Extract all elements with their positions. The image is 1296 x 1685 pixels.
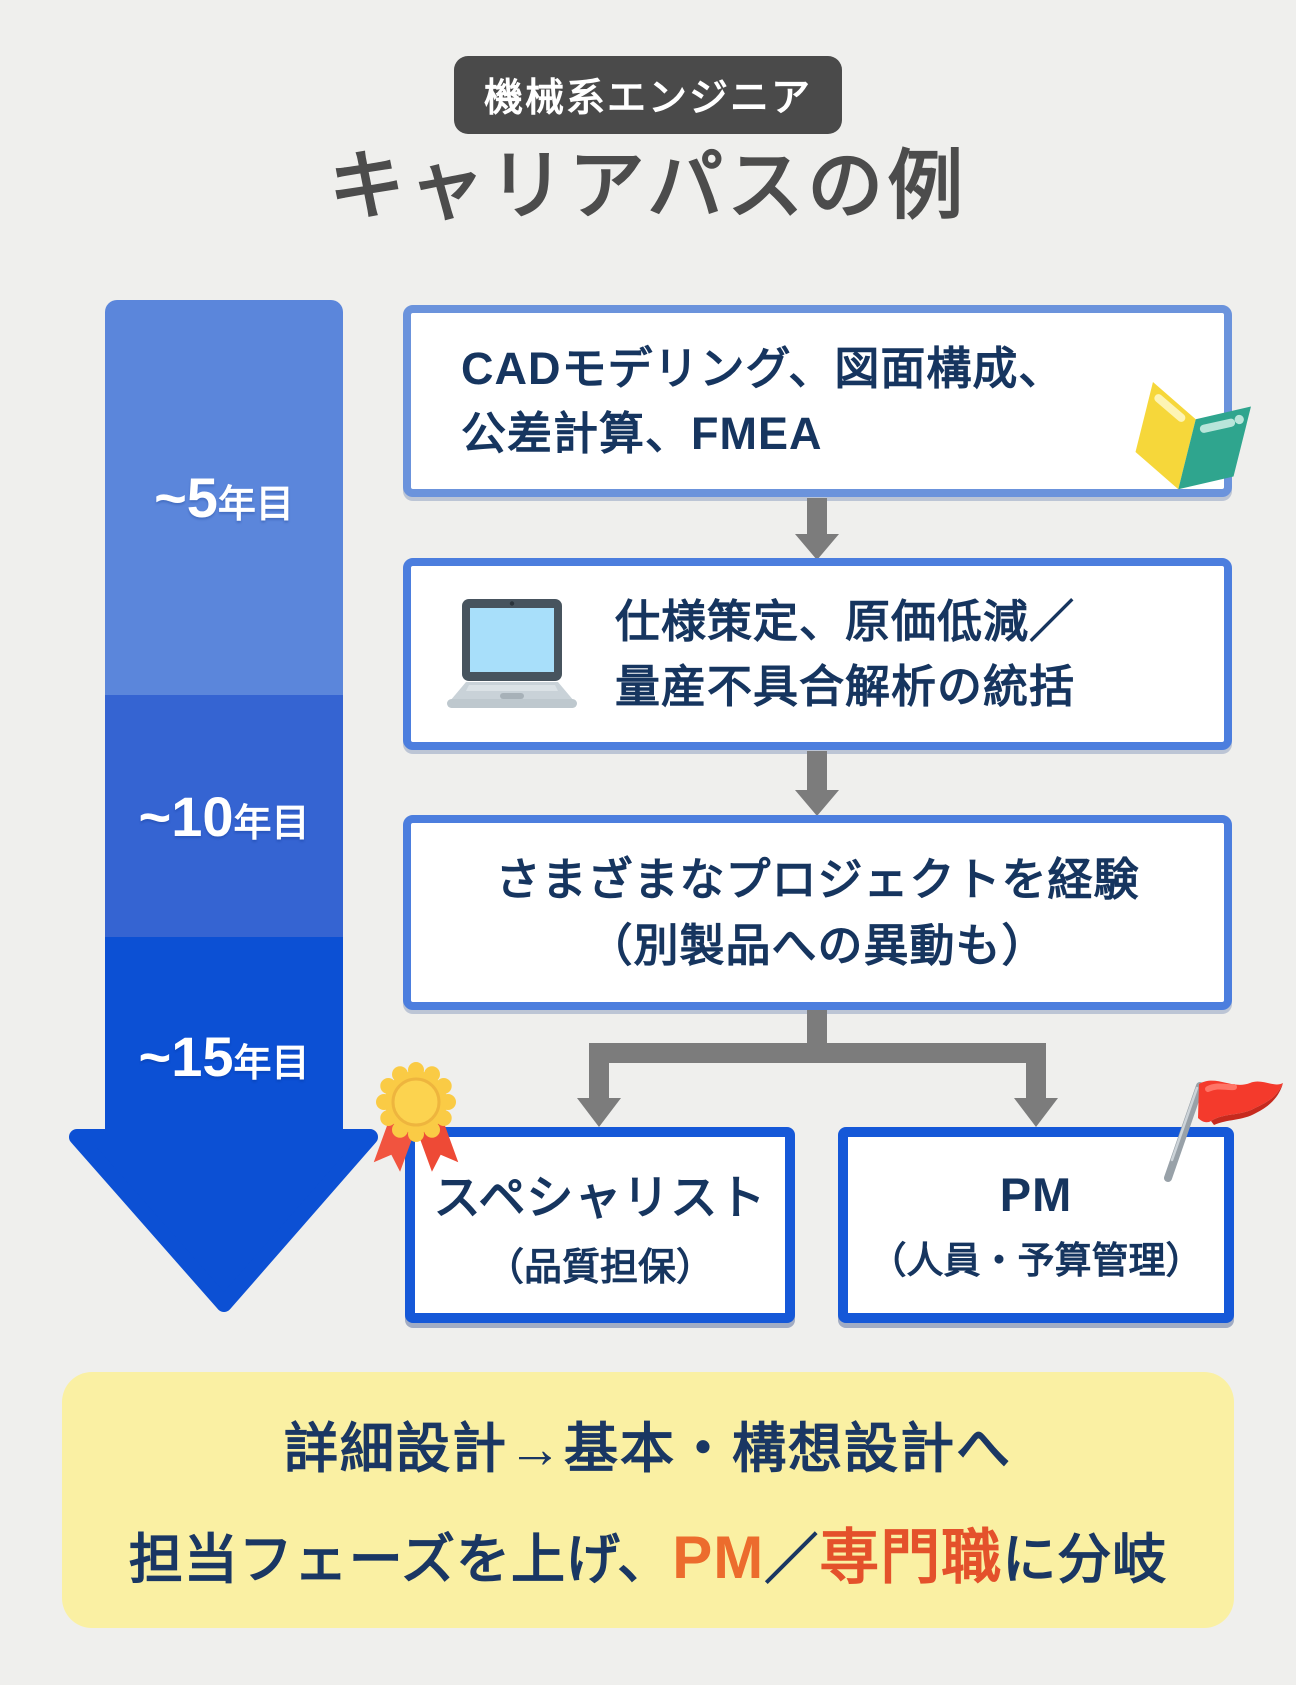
timeline-label-15years: ~15年目 [138,1024,309,1089]
arrow-head-icon [795,790,839,816]
summary-line-1: 詳細設計→基本・構想設計へ [284,1419,1012,1479]
career-step-box-2: 仕様策定、原価低減／ 量産不具合解析の統括 [403,558,1232,750]
timeline-segment-10years: ~10年目 [105,695,343,937]
timeline-label-unit: 年目 [217,484,294,526]
career-step-2-line-1: 仕様策定、原価低減／ [615,595,1076,647]
career-step-3-line-1: さまざまなプロジェクトを経験 [495,854,1140,906]
career-step-1-line-1: CADモデリング、図面構成、 [461,342,1065,394]
outcome-box-pm: PM （人員・予算管理） [838,1127,1234,1323]
summary-line-2-segment: に分岐 [1002,1530,1168,1590]
career-step-3-line-2: （別製品への異動も） [587,919,1048,971]
outcome-box-specialist: スペシャリスト （品質担保） [405,1127,795,1323]
timeline-label-number: ~5 [154,466,218,529]
specialist-subtitle: （品質担保） [485,1247,714,1289]
timeline-label-number: ~10 [138,784,234,848]
arrow-shaft [807,498,827,534]
timeline-arrowhead-icon [69,1129,378,1312]
medal-icon [373,1062,459,1172]
down-arrow-connector-1 [795,498,839,560]
career-step-box-1: CADモデリング、図面構成、 公差計算、FMEA [403,305,1232,497]
down-arrow-connector-2 [795,751,839,816]
open-book-icon [1135,382,1251,490]
arrow-head-icon [1014,1098,1058,1127]
summary-slash: ／ [764,1530,820,1590]
timeline-segment-15years: ~15年目 [105,937,343,1130]
timeline-label-5years: ~5年目 [154,465,294,530]
red-flag-icon [1164,1080,1283,1182]
laptop-icon [447,599,577,708]
arrow-head-icon [795,534,839,560]
career-step-2-text: 仕様策定、原価低減／ 量産不具合解析の統括 [579,589,1075,720]
arrow-head-icon [577,1098,621,1127]
category-badge: 機械系エンジニア [453,56,843,134]
page-title: キャリアパスの例 [328,144,968,229]
summary-line-2-segment: 担当フェーズを上げ、 [128,1530,673,1590]
pm-subtitle: （人員・予算管理） [869,1239,1203,1281]
timeline-label-unit: 年目 [233,1043,310,1085]
timeline-label-10years: ~10年目 [138,784,309,849]
summary-line-2: 担当フェーズを上げ、PM／専門職に分岐 [129,1509,1168,1596]
branch-connector [577,1010,1058,1127]
pm-title: PM [999,1167,1073,1221]
timeline-label-unit: 年目 [233,802,310,845]
specialist-title: スペシャリスト [433,1171,767,1224]
career-step-2-line-2: 量産不具合解析の統括 [615,661,1076,712]
summary-accent-pm: PM [672,1524,765,1591]
timeline-label-number: ~15 [138,1025,234,1088]
summary-accent-specialist: 専門職 [819,1524,1003,1591]
timeline-segment-5years: ~5年目 [105,300,343,695]
summary-panel: 詳細設計→基本・構想設計へ 担当フェーズを上げ、PM／専門職に分岐 [62,1372,1234,1628]
arrow-shaft [807,751,827,790]
career-step-box-3: さまざまなプロジェクトを経験 （別製品への異動も） [403,815,1232,1010]
career-step-1-line-2: 公差計算、FMEA [461,408,823,459]
